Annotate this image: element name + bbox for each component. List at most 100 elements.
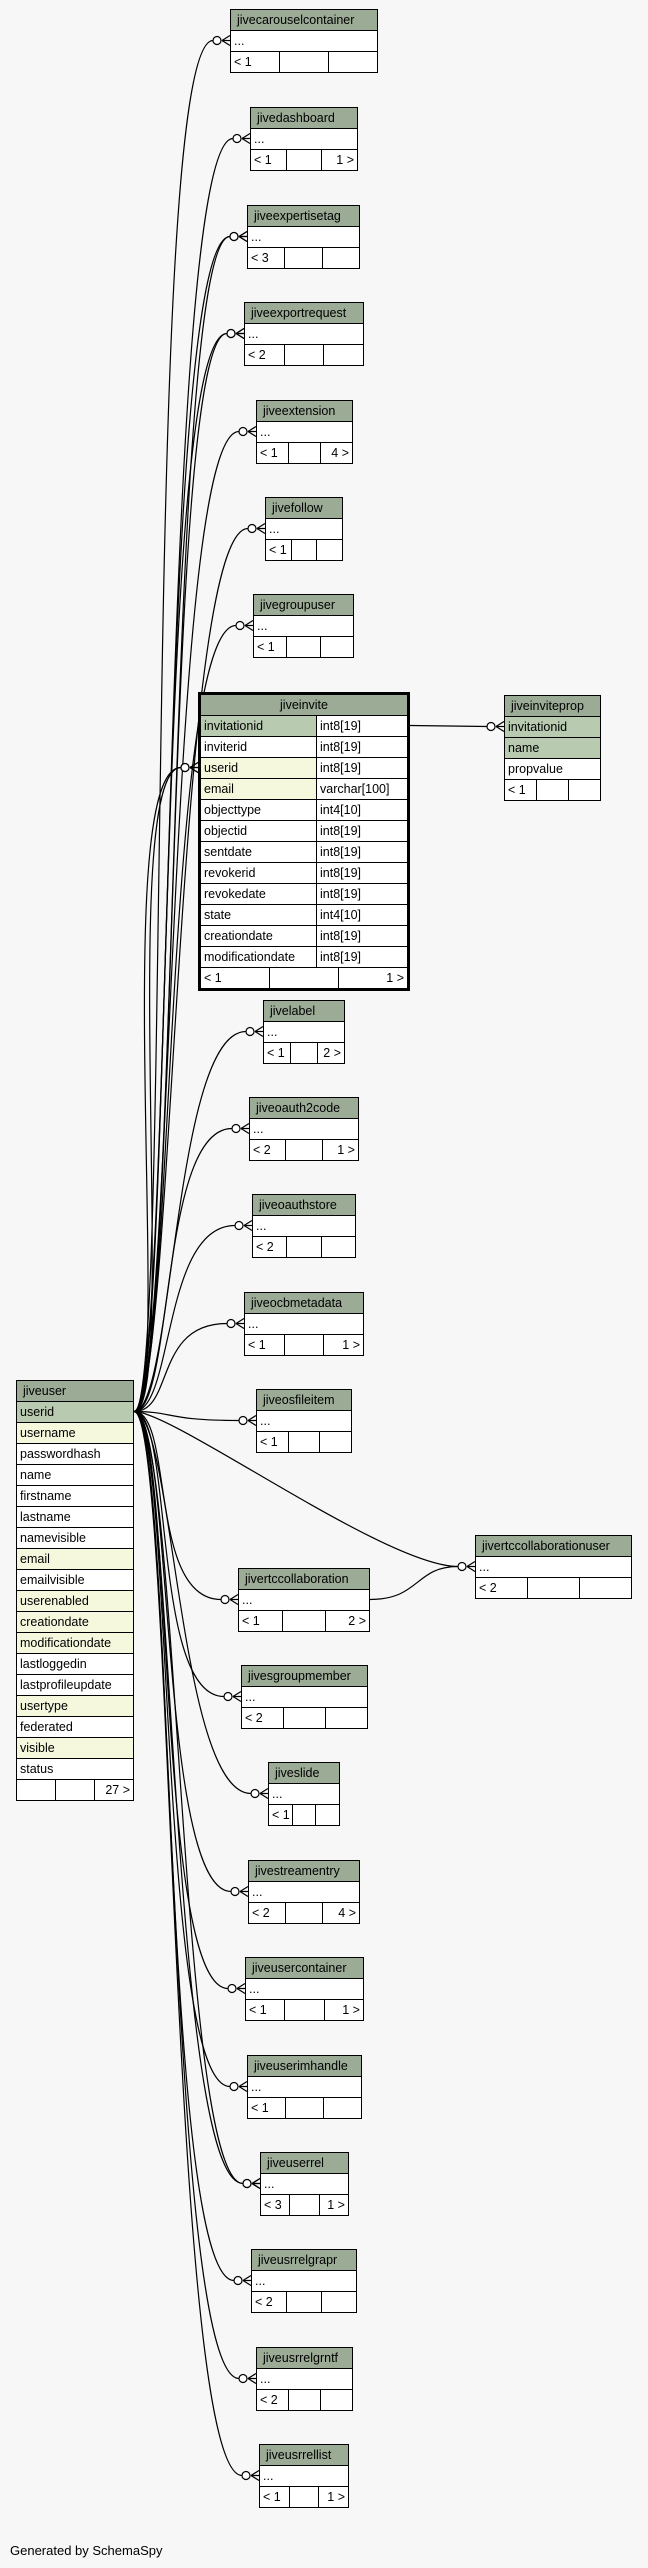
column-name: ...: [245, 1690, 256, 1704]
table-name: jiveoauthstore: [253, 1195, 355, 1216]
column-name: ...: [252, 1885, 263, 1899]
crowfoot-jivertccollaborationuser: [457, 1560, 476, 1573]
crowfoot-jiveoauth2code: [231, 1122, 250, 1135]
crowfoot-jiveuserimhandle: [229, 2080, 248, 2093]
children-count: 1 >: [318, 2195, 348, 2215]
column-name: status: [20, 1762, 54, 1776]
table-jivesgroupmember[interactable]: jivesgroupmember...< 2: [241, 1665, 368, 1729]
footer-spacer: [283, 345, 324, 365]
parents-count: < 1: [248, 1338, 266, 1352]
footer-spacer: [285, 150, 322, 170]
parents-count: < 2: [256, 1240, 274, 1254]
crowfoot-jiveusrrelgrapr: [233, 2274, 252, 2287]
column-type: int8[19]: [316, 947, 407, 967]
table-jiveosfileitem[interactable]: jiveosfileitem... < 1: [256, 1389, 352, 1453]
column-row: email: [17, 1549, 133, 1570]
crowfoot-jiveusercontainer: [227, 1982, 246, 1995]
table-jiveslide[interactable]: jiveslide...< 1: [268, 1762, 340, 1826]
parents-count: < 2: [260, 2393, 278, 2407]
children-count: 1 >: [323, 2000, 363, 2020]
footer-spacer: [527, 1578, 579, 1598]
table-jiveexpertisetag[interactable]: jiveexpertisetag...< 3: [247, 205, 360, 269]
column-row: ...: [246, 1979, 363, 2000]
column-name: passwordhash: [20, 1447, 101, 1461]
column-row: ...: [250, 1119, 358, 1140]
crowfoot-jiveusrrellist: [241, 2469, 260, 2482]
edge-jiveuser-jiveocbmetadata: [133, 1322, 228, 1413]
crowfoot-jivegroupuser: [235, 619, 254, 632]
crowfoot-jiveusrrelgrntf: [238, 2372, 257, 2385]
column-name: ...: [260, 1414, 271, 1428]
table-name: jiveinvite: [201, 695, 407, 716]
column-row: ...: [266, 519, 342, 540]
children-count: 2 >: [325, 1611, 369, 1631]
parents-count: < 1: [260, 1435, 278, 1449]
column-type: int8[19]: [316, 863, 407, 883]
footer-spacer: [286, 1237, 320, 1257]
children-count: 1 >: [318, 2487, 348, 2507]
column-name: invitationid: [201, 716, 316, 736]
table-jivecarouselcontainer[interactable]: jivecarouselcontainer...< 1: [230, 9, 378, 73]
table-footer: < 2: [242, 1708, 367, 1728]
table-jiveuserimhandle[interactable]: jiveuserimhandle...< 1: [247, 2055, 362, 2119]
table-name: jiveosfileitem: [257, 1390, 351, 1411]
edge-jiveuser-jiveusrrellist: [133, 1410, 243, 2477]
column-row: ...: [264, 1022, 344, 1043]
column-name: userid: [201, 758, 316, 778]
children-count: [323, 2098, 361, 2118]
children-count: 4 >: [322, 1903, 359, 1923]
table-jivertccollaborationuser[interactable]: jivertccollaborationuser...< 2: [475, 1535, 632, 1599]
table-jivegroupuser[interactable]: jivegroupuser...< 1: [253, 594, 354, 658]
column-row: ...: [257, 422, 352, 443]
column-type: int8[19]: [316, 842, 407, 862]
edge-jivertccollaboration-jivertccollaborationuser: [369, 1565, 459, 1601]
column-name: ...: [248, 327, 259, 341]
children-count: [319, 637, 353, 657]
table-jiveusrrelgrapr[interactable]: jiveusrrelgrapr...< 2: [251, 2249, 357, 2313]
edge-jiveuser-jiveuserimhandle: [133, 1410, 231, 2088]
column-name: ...: [255, 2274, 266, 2288]
children-count: [320, 2390, 352, 2410]
column-name: ...: [267, 1025, 278, 1039]
table-name: jiveextension: [257, 401, 352, 422]
table-name: jiveexportrequest: [245, 303, 363, 324]
column-name: sentdate: [204, 845, 252, 859]
column-row: ...: [252, 2271, 356, 2292]
column-name: ...: [251, 2080, 262, 2094]
children-count: 1 >: [338, 968, 407, 988]
column-name: ...: [253, 1122, 264, 1136]
table-jivefollow[interactable]: jivefollow...< 1: [265, 497, 343, 561]
table-jiveusrrelgrntf[interactable]: jiveusrrelgrntf...< 2: [256, 2347, 353, 2411]
table-jiveexportrequest[interactable]: jiveexportrequest...< 2: [244, 302, 364, 366]
column-row: ...: [231, 31, 377, 52]
edge-jiveuser-jiveusrrelgrntf: [133, 1410, 240, 2380]
crowfoot-jiveexportrequest: [226, 327, 245, 340]
table-jiveoauthstore[interactable]: jiveoauthstore...< 2: [252, 1194, 356, 1258]
children-count: 2 >: [317, 1043, 344, 1063]
table-footer: < 1: [254, 637, 353, 657]
edge-jiveuser-jiveextension: [133, 430, 240, 1413]
column-name: email: [201, 779, 316, 799]
parents-count: < 1: [204, 971, 222, 985]
column-row: ...: [248, 227, 359, 248]
